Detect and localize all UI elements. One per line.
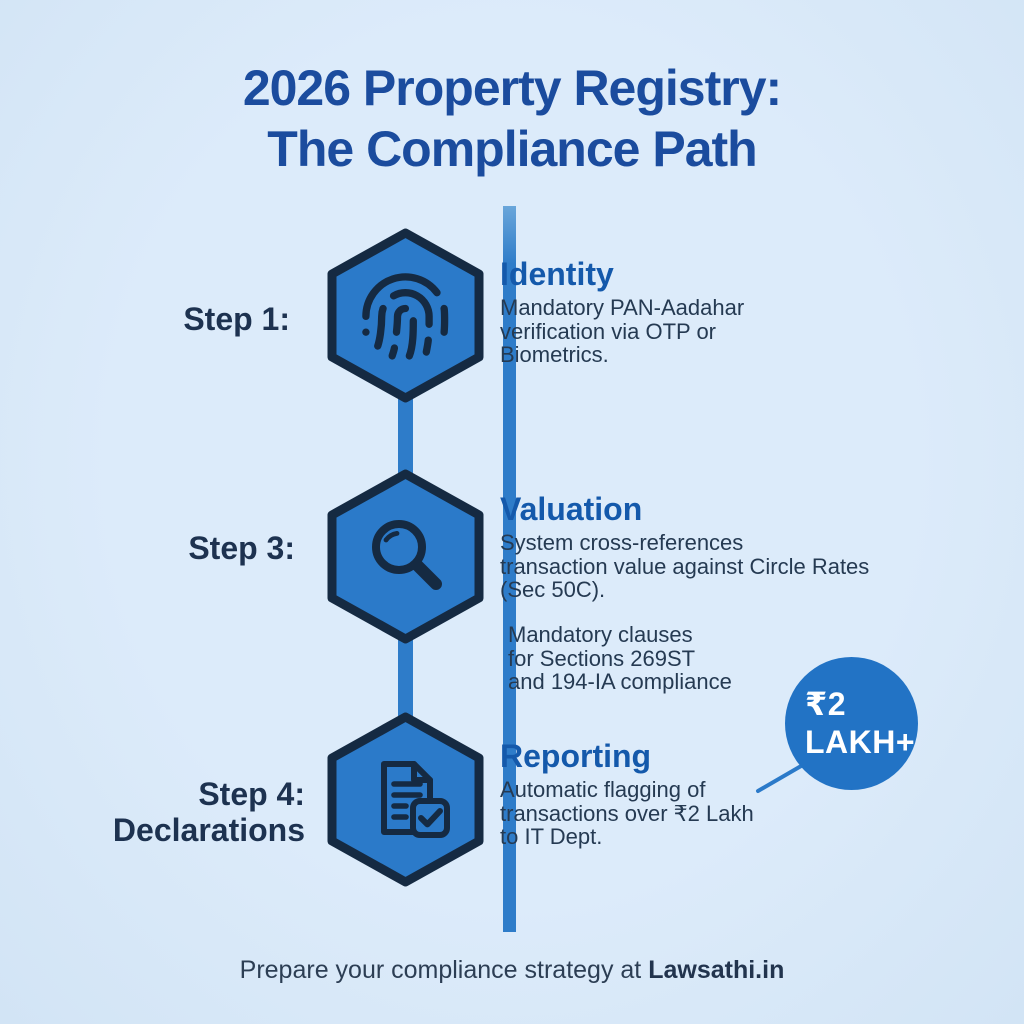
- step-1-description: Mandatory PAN-Aadahar verification via O…: [500, 295, 745, 367]
- step-3-heading: Valuation: [500, 491, 643, 527]
- timeline-divider-line: [503, 206, 516, 932]
- brand-name: Lawsathi.in: [648, 956, 785, 984]
- hexagon-step-3: [323, 469, 488, 644]
- step-4-heading: Reporting: [500, 738, 652, 774]
- footer-tagline: Prepare your compliance strategy at Laws…: [0, 956, 1024, 985]
- step-3-description: System cross-references transaction valu…: [500, 530, 870, 602]
- step-3-content: Valuation System cross-references transa…: [500, 491, 869, 602]
- step-4-description: Automatic flagging of transactions over …: [500, 777, 754, 849]
- magnifier-icon: [327, 469, 484, 644]
- hexagon-step-1: [323, 228, 488, 403]
- step-3-label: Step 3:: [188, 530, 295, 566]
- step-1-heading: Identity: [500, 256, 614, 292]
- amount-badge-text: ₹2 LAKH+: [805, 686, 916, 760]
- step-1-label: Step 1:: [183, 301, 290, 337]
- page-title: 2026 Property Registry: The Compliance P…: [242, 60, 782, 177]
- amount-badge: ₹2 LAKH+: [785, 657, 918, 790]
- step-3-note: Mandatory clauses for Sections 269ST and…: [508, 622, 732, 694]
- hexagon-connector-line: [398, 396, 413, 480]
- document-check-icon: [327, 712, 484, 887]
- hexagon-connector-line: [398, 638, 413, 718]
- hexagon-step-4: [323, 712, 488, 887]
- fingerprint-icon: [327, 228, 484, 403]
- step-4-label: Step 4: Declarations: [112, 776, 305, 848]
- badge-pointer-line: [756, 760, 810, 793]
- footer-text: Prepare your compliance strategy at: [239, 956, 649, 984]
- step-4-content: Reporting Automatic flagging of transact…: [500, 738, 754, 849]
- step-1-content: Identity Mandatory PAN-Aadahar verificat…: [500, 256, 744, 367]
